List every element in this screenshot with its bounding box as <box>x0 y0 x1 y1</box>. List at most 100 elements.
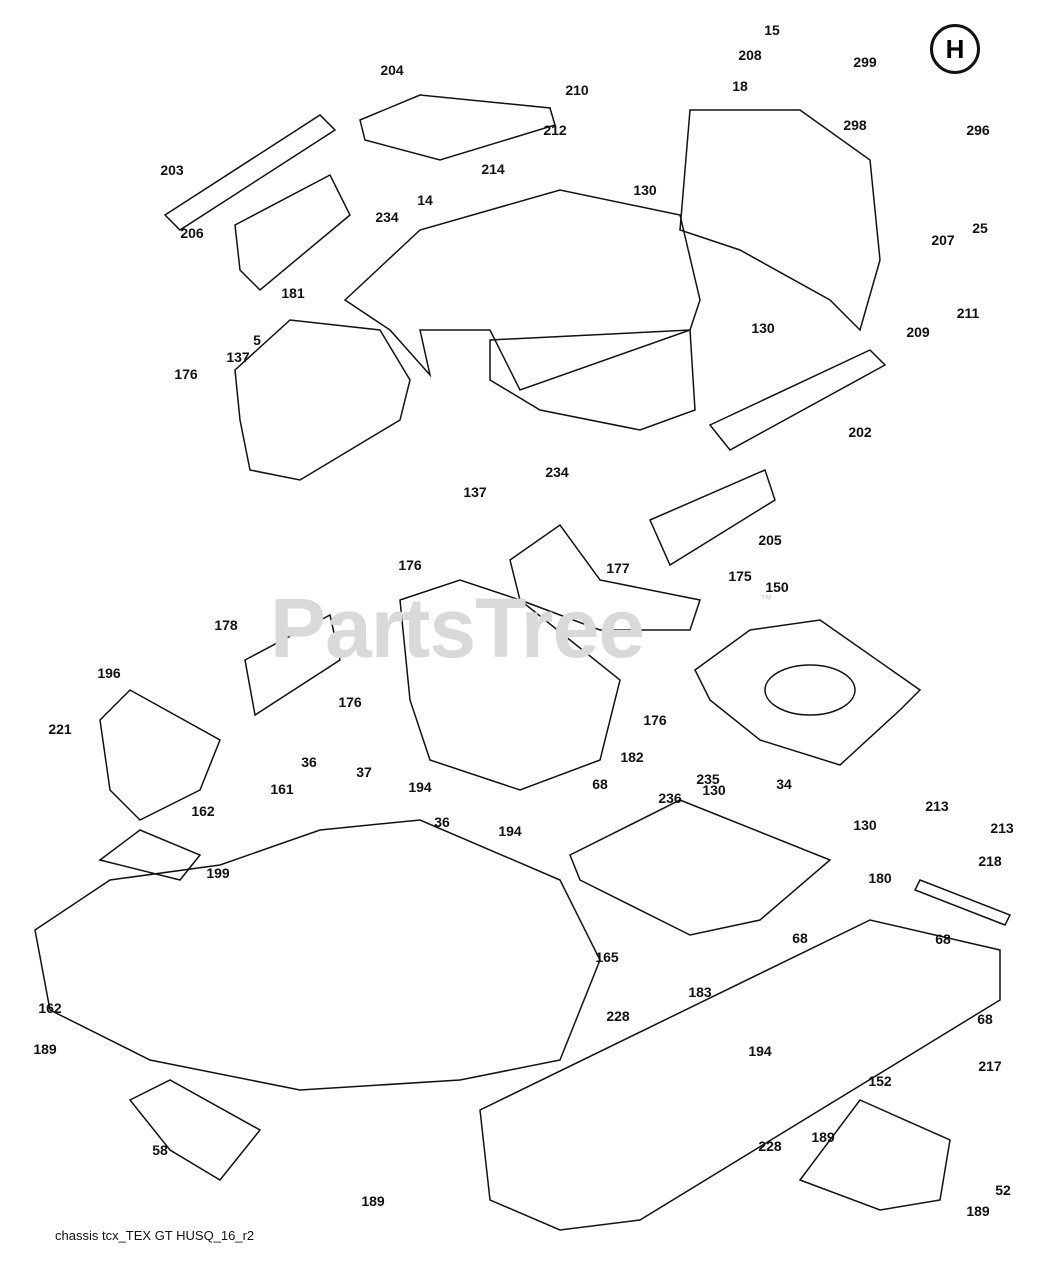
callout-205: 205 <box>758 532 782 548</box>
part-204-hood-top <box>359 94 556 161</box>
callout-182: 182 <box>620 749 644 765</box>
callout-137: 137 <box>463 484 487 500</box>
callout-14: 14 <box>417 192 433 208</box>
callout-68: 68 <box>935 931 951 947</box>
logo-letter: H <box>945 33 965 64</box>
callout-211: 211 <box>956 305 980 321</box>
callout-235: 235 <box>696 771 720 787</box>
callout-213: 213 <box>925 798 949 814</box>
callout-152: 152 <box>868 1073 892 1089</box>
callout-37: 37 <box>356 764 372 780</box>
callout-202: 202 <box>848 424 872 440</box>
callout-177: 177 <box>606 560 630 576</box>
callout-15: 15 <box>764 22 780 38</box>
callout-217: 217 <box>978 1058 1002 1074</box>
part-196-console <box>99 689 221 821</box>
callout-194: 194 <box>748 1043 772 1059</box>
callout-183: 183 <box>688 984 712 1000</box>
callout-203: 203 <box>160 162 184 178</box>
callout-137: 137 <box>226 349 250 365</box>
callout-204: 204 <box>380 62 404 78</box>
callout-189: 189 <box>33 1041 57 1057</box>
callout-162: 162 <box>191 803 215 819</box>
part-150-housing <box>694 619 922 766</box>
callout-176: 176 <box>643 712 667 728</box>
part-14-hood-front <box>489 329 696 431</box>
callout-194: 194 <box>498 823 522 839</box>
callout-218: 218 <box>978 853 1002 869</box>
part-199-plate <box>98 829 202 881</box>
callout-189: 189 <box>966 1203 990 1219</box>
callout-18: 18 <box>732 78 748 94</box>
husqvarna-logo-icon: H <box>930 24 980 74</box>
callout-209: 209 <box>906 324 930 340</box>
callout-130: 130 <box>853 817 877 833</box>
part-14-hood <box>343 189 701 391</box>
callout-234: 234 <box>545 464 569 480</box>
callout-212: 212 <box>543 122 567 138</box>
callout-130: 130 <box>633 182 657 198</box>
callout-68: 68 <box>977 1011 993 1027</box>
callout-34: 34 <box>776 776 792 792</box>
callout-130: 130 <box>751 320 775 336</box>
part-203-grille <box>163 114 337 231</box>
callout-221: 221 <box>48 721 72 737</box>
callout-199: 199 <box>206 865 230 881</box>
part-58-bracket <box>128 1079 262 1181</box>
callout-299: 299 <box>853 54 877 70</box>
part-37-footplate <box>34 819 601 1091</box>
callout-210: 210 <box>565 82 589 98</box>
callout-176: 176 <box>174 366 198 382</box>
callout-68: 68 <box>792 930 808 946</box>
callout-189: 189 <box>361 1193 385 1209</box>
callout-214: 214 <box>481 161 505 177</box>
callout-5: 5 <box>253 332 261 348</box>
callout-180: 180 <box>868 870 892 886</box>
callout-150: 150 <box>765 579 789 595</box>
callout-196: 196 <box>97 665 121 681</box>
part-202-strip <box>708 349 887 451</box>
callout-25: 25 <box>972 220 988 236</box>
callout-236: 236 <box>658 790 682 806</box>
part-34-plate <box>569 799 832 936</box>
watermark-trademark: ™ <box>760 592 772 606</box>
part-218-bar <box>913 879 1012 926</box>
callout-165: 165 <box>595 949 619 965</box>
callout-176: 176 <box>398 557 422 573</box>
callout-181: 181 <box>281 285 305 301</box>
part-152-tray <box>798 1099 951 1211</box>
part-206-bracket <box>234 173 351 292</box>
part-180-frame <box>479 919 1001 1231</box>
callout-296: 296 <box>966 122 990 138</box>
callout-207: 207 <box>931 232 955 248</box>
part-175-bracket <box>509 523 701 631</box>
callout-298: 298 <box>843 117 867 133</box>
part-5-dash <box>234 319 411 481</box>
callout-36: 36 <box>301 754 317 770</box>
callout-213: 213 <box>990 820 1014 836</box>
callout-161: 161 <box>270 781 294 797</box>
callout-68: 68 <box>592 776 608 792</box>
callout-189: 189 <box>811 1129 835 1145</box>
callout-228: 228 <box>758 1138 782 1154</box>
callout-194: 194 <box>408 779 432 795</box>
callout-176: 176 <box>338 694 362 710</box>
diagram-footer: chassis tcx_TEX GT HUSQ_16_r2 <box>55 1228 255 1243</box>
callout-228: 228 <box>606 1008 630 1024</box>
callout-162: 162 <box>38 1000 62 1016</box>
callout-206: 206 <box>180 225 204 241</box>
part-182-front-frame <box>399 579 621 791</box>
callout-58: 58 <box>152 1142 168 1158</box>
callout-36: 36 <box>434 814 450 830</box>
callout-178: 178 <box>214 617 238 633</box>
callout-208: 208 <box>738 47 762 63</box>
callout-130: 130 <box>702 782 726 798</box>
watermark: PartsTree <box>270 581 645 675</box>
callout-52: 52 <box>995 1182 1011 1198</box>
callout-234: 234 <box>375 209 399 225</box>
part-18-side-panel <box>679 109 881 332</box>
callout-175: 175 <box>728 568 752 584</box>
part-178-grille <box>244 613 341 717</box>
